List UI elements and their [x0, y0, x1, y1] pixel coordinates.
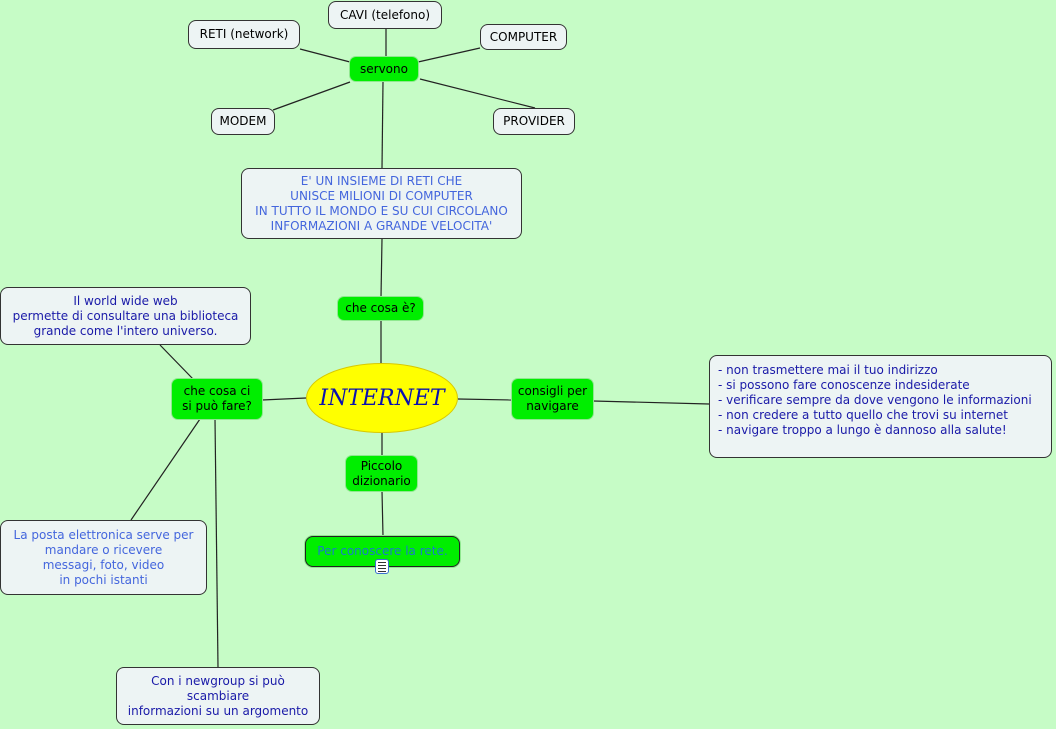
line [381, 81, 384, 169]
concept-modem[interactable]: MODEM [211, 108, 275, 135]
concept-definizione[interactable]: E' UN INSIEME DI RETI CHE UNISCE MILIONI… [241, 168, 522, 239]
concept-consigli[interactable]: - non trasmettere mai il tuo indirizzo -… [709, 355, 1052, 458]
line [592, 400, 710, 405]
concept-computer[interactable]: COMPUTER [480, 24, 567, 50]
link-dizionario[interactable]: Piccolo dizionario [346, 456, 417, 491]
line [419, 78, 536, 109]
link-che-cosa-e[interactable]: che cosa è? [338, 297, 423, 320]
line [381, 490, 384, 537]
line [159, 344, 194, 380]
line [272, 81, 351, 111]
line [214, 418, 219, 668]
line [457, 398, 513, 401]
link-cosa-fare[interactable]: che cosa ci si può fare? [172, 379, 262, 419]
document-icon[interactable] [375, 559, 389, 574]
line [380, 238, 383, 298]
concept-posta[interactable]: La posta elettronica serve per mandare o… [0, 520, 207, 595]
link-servono[interactable]: servono [350, 57, 418, 81]
line [417, 47, 481, 63]
line [299, 48, 351, 63]
concept-www[interactable]: Il world wide web permette di consultare… [0, 287, 251, 345]
link-consigli[interactable]: consigli per navigare [512, 379, 593, 419]
concept-provider[interactable]: PROVIDER [493, 108, 575, 135]
root-concept-internet[interactable]: INTERNET [306, 363, 458, 433]
concept-reti[interactable]: RETI (network) [188, 20, 300, 49]
concept-newgroup[interactable]: Con i newgroup si può scambiare informaz… [116, 667, 320, 725]
line [261, 397, 307, 401]
concept-cavi[interactable]: CAVI (telefono) [328, 1, 442, 29]
line [130, 418, 201, 521]
concept-conoscere[interactable]: Per conoscere la rete. [305, 536, 460, 567]
